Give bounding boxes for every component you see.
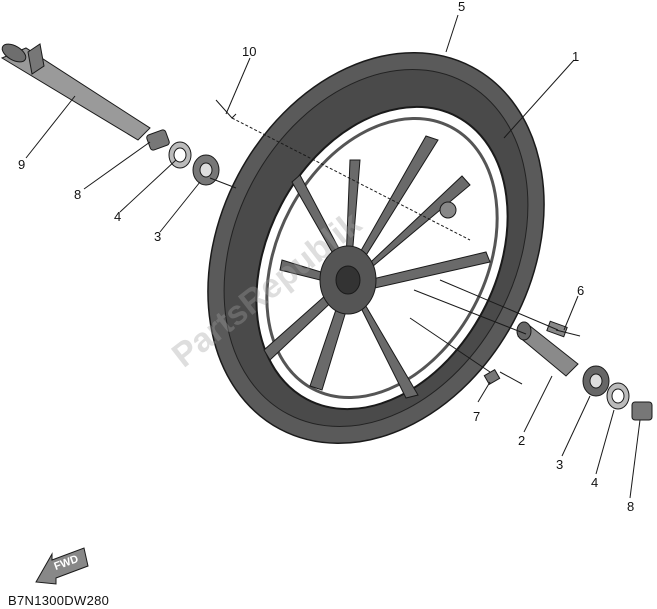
callout-8-left: 8	[74, 187, 82, 202]
callout-6: 6	[577, 283, 585, 298]
callout-4-right: 4	[591, 475, 599, 490]
callout-8-right: 8	[627, 499, 635, 514]
collar-left-part	[146, 129, 170, 151]
collar-right-part	[631, 401, 653, 421]
hub-part	[319, 201, 457, 315]
bearing-right-part	[582, 365, 610, 397]
tire-part	[207, 51, 545, 445]
callout-5: 5	[458, 0, 466, 14]
callout-7: 7	[473, 409, 481, 424]
diagram-part-code: B7N1300DW280	[8, 593, 110, 608]
balance-weight-part	[483, 368, 501, 386]
callout-3-right: 3	[556, 457, 564, 472]
fwd-arrow	[35, 547, 89, 585]
callout-4-left: 4	[114, 209, 122, 224]
callout-3-left: 3	[154, 229, 162, 244]
callout-10: 10	[242, 44, 257, 59]
bearing-left-part	[192, 154, 220, 186]
callout-2: 2	[518, 433, 526, 448]
callout-9: 9	[18, 157, 26, 172]
callout-1: 1	[572, 49, 580, 64]
axle-part	[0, 43, 151, 141]
oil-seal-right-part	[606, 382, 630, 410]
leader-lines	[25, 14, 641, 499]
